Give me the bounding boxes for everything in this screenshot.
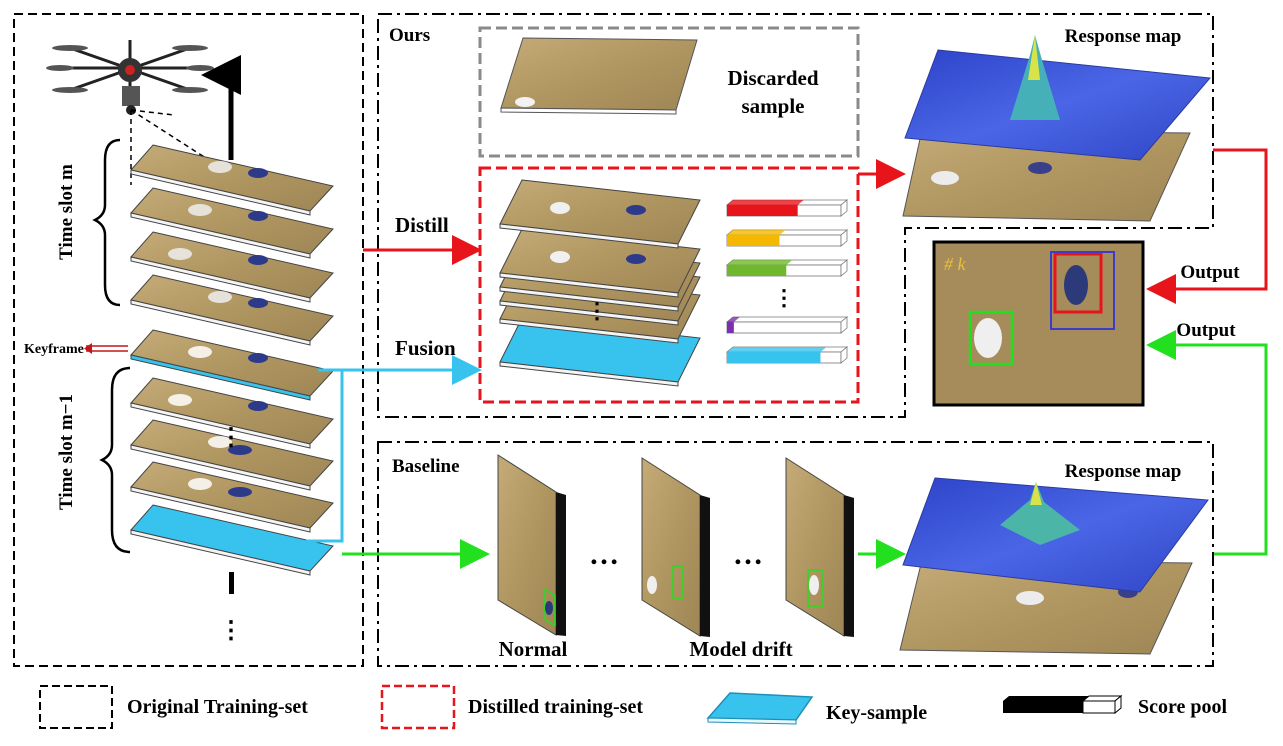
stack-frame bbox=[130, 377, 334, 449]
legend: Original Training-set Distilled training… bbox=[39, 684, 1228, 730]
distill-label: Distill bbox=[395, 213, 449, 237]
stack-frame bbox=[130, 231, 334, 303]
brace-time-slot-m bbox=[92, 138, 121, 307]
output-frame bbox=[932, 240, 1145, 407]
stack-frame bbox=[130, 144, 334, 216]
keyframe-arrow bbox=[84, 343, 128, 354]
baseline-ellipsis-2: … bbox=[733, 538, 763, 571]
time-slot-m1-label: Time slot m−1 bbox=[56, 394, 77, 510]
stack-ellipsis-middle: ⋮ bbox=[219, 425, 243, 451]
ours-label: Ours bbox=[389, 25, 430, 46]
stack-frame bbox=[130, 461, 334, 533]
output-blue-box bbox=[1050, 251, 1115, 330]
legend-original-swatch bbox=[39, 685, 113, 729]
legend-distilled-label: Distilled training-set bbox=[468, 696, 643, 718]
score-bar bbox=[725, 229, 849, 247]
response-map-bottom-label: Response map bbox=[1065, 461, 1182, 482]
output-bottom-label: Output bbox=[1176, 320, 1236, 341]
stack-frame bbox=[130, 329, 334, 401]
time-slot-m-label: Time slot m bbox=[56, 164, 77, 260]
output-red-box bbox=[1053, 252, 1103, 314]
baseline-ellipsis-1: … bbox=[589, 538, 619, 571]
legend-original-label: Original Training-set bbox=[127, 696, 308, 718]
baseline-frame-drift-1 bbox=[641, 457, 710, 637]
distilled-frame-stack bbox=[499, 179, 701, 387]
score-bars-ellipsis: ⋮ bbox=[773, 285, 795, 310]
distilled-training-set-box bbox=[478, 166, 860, 404]
fusion-feed-line bbox=[306, 368, 344, 543]
score-bar bbox=[725, 259, 849, 277]
output-green-box bbox=[968, 310, 1014, 366]
legend-key-sample-swatch bbox=[706, 692, 814, 721]
keyframe-label: Keyframe bbox=[24, 342, 84, 357]
score-bar bbox=[725, 199, 849, 217]
discarded-label-line1: Discarded bbox=[728, 66, 819, 90]
frame-stack-left bbox=[130, 144, 334, 576]
response-map-bottom bbox=[899, 477, 1209, 655]
score-pool-bars bbox=[725, 199, 849, 364]
legend-score-pool-label: Score pool bbox=[1138, 696, 1228, 718]
model-drift-label: Model drift bbox=[689, 637, 792, 661]
response-map-top bbox=[902, 35, 1211, 222]
legend-score-pool-swatch bbox=[1003, 694, 1123, 715]
score-bar bbox=[725, 346, 849, 364]
baseline-label: Baseline bbox=[392, 456, 460, 477]
stack-frame bbox=[130, 419, 334, 491]
baseline-frame-normal bbox=[497, 454, 566, 636]
fusion-label: Fusion bbox=[395, 336, 456, 360]
drone-icon bbox=[46, 40, 214, 115]
stack-frame bbox=[130, 187, 334, 259]
output-green-arrow bbox=[1146, 330, 1268, 556]
output-red-arrow bbox=[1146, 148, 1268, 304]
response-map-top-label: Response map bbox=[1065, 26, 1182, 47]
score-bar bbox=[725, 316, 849, 334]
normal-label: Normal bbox=[499, 637, 568, 661]
stack-frame bbox=[130, 504, 334, 576]
original-training-set-box bbox=[13, 13, 364, 667]
brace-time-slot-m1 bbox=[99, 366, 131, 554]
distilled-frame bbox=[499, 179, 701, 249]
discarded-label-line2: sample bbox=[742, 94, 805, 118]
baseline-frame-drift-2 bbox=[785, 457, 854, 637]
discarded-sample-box bbox=[478, 26, 860, 158]
stack-frame bbox=[130, 274, 334, 346]
legend-distilled-swatch bbox=[380, 684, 456, 730]
ours-box bbox=[377, 13, 1214, 418]
stack-ellipsis-bottom: ⋮ bbox=[219, 618, 243, 644]
frame-index-label: # k bbox=[944, 254, 967, 274]
discarded-sample-frame bbox=[500, 37, 698, 115]
distilled-ellipsis: ⋮ bbox=[586, 298, 608, 323]
output-top-label: Output bbox=[1180, 262, 1240, 283]
legend-key-sample-label: Key-sample bbox=[826, 702, 927, 724]
